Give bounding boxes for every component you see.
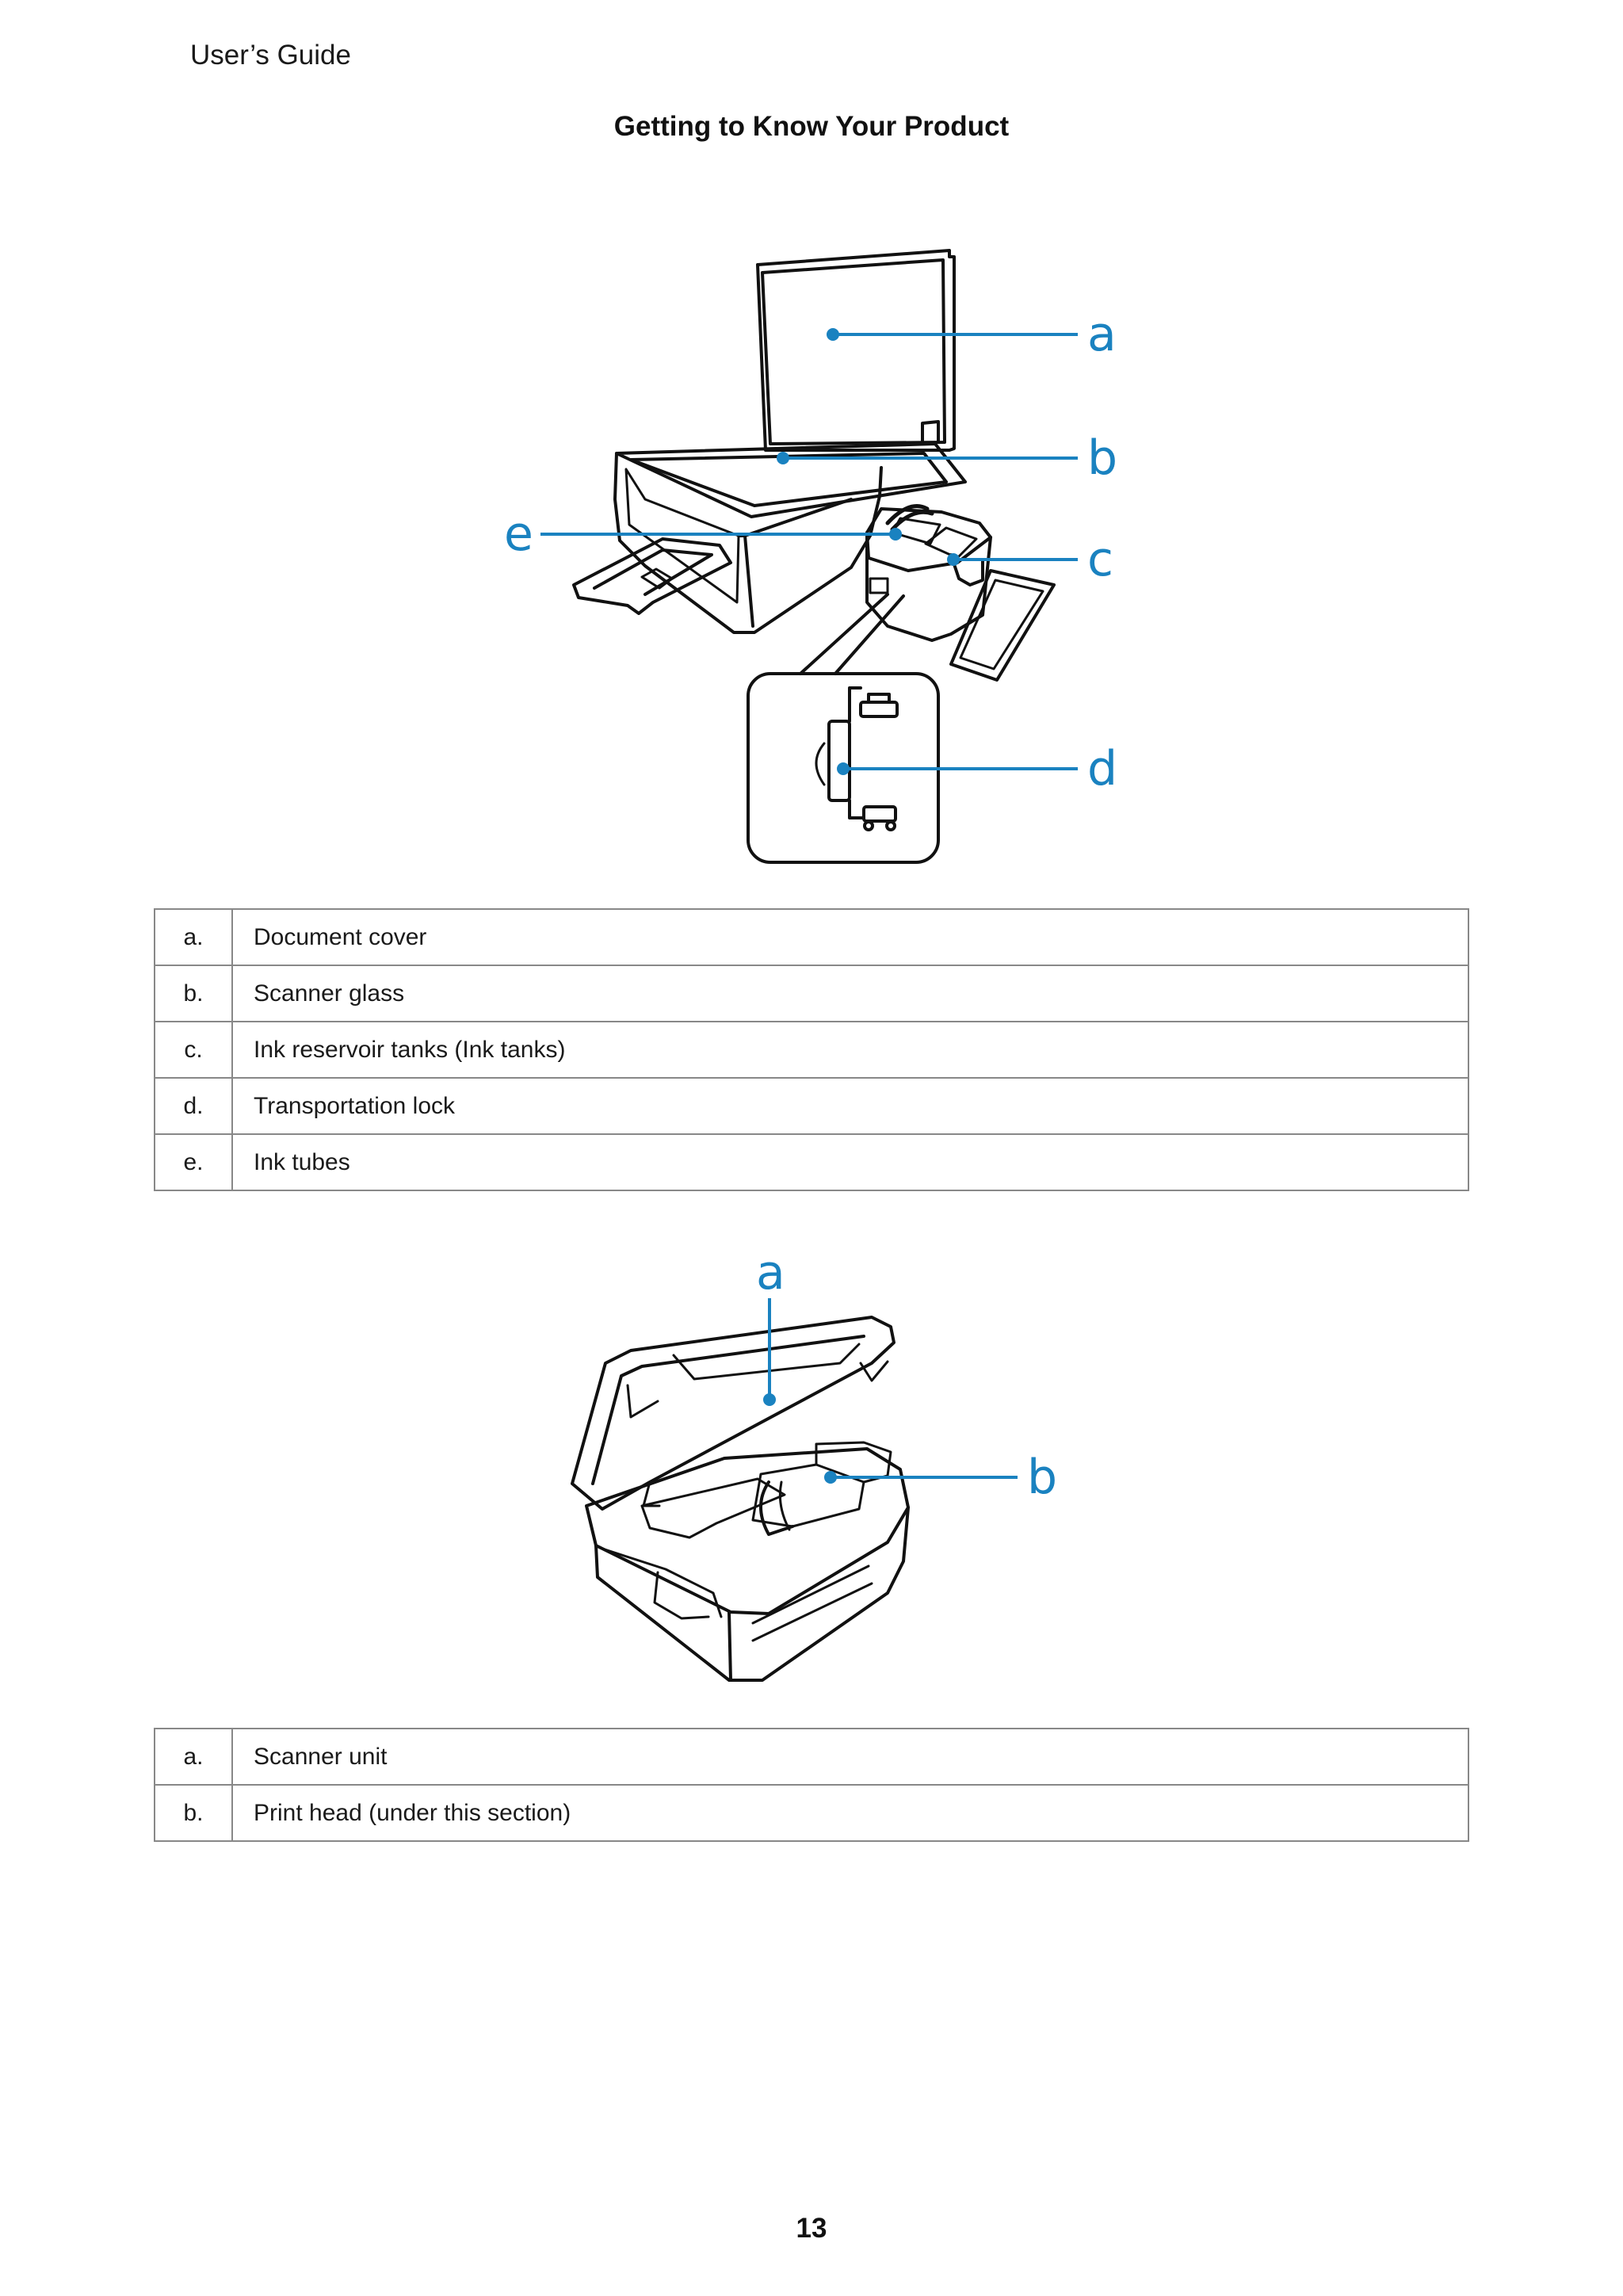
row-label: Ink tubes (231, 1133, 1469, 1191)
table-row: a. Scanner unit (154, 1728, 1469, 1786)
callout-a: a (1087, 307, 1117, 362)
scanner-open-figure: a b (555, 1244, 1094, 1688)
row-label: Print head (under this section) (231, 1784, 1469, 1842)
callout-b: b (1087, 430, 1117, 486)
row-letter: d. (154, 1077, 233, 1135)
row-label: Transportation lock (231, 1077, 1469, 1135)
running-header: User’s Guide (190, 40, 351, 71)
parts-table-1: a. Document cover b. Scanner glass c. In… (154, 908, 1469, 1191)
row-letter: e. (154, 1133, 233, 1191)
row-letter: a. (154, 908, 233, 966)
printer-overview-illustration: a b c d e (504, 249, 1117, 864)
row-label: Ink reservoir tanks (Ink tanks) (231, 1021, 1469, 1079)
scanner-open-illustration: a b (571, 1245, 1057, 1682)
row-label: Scanner unit (231, 1728, 1469, 1786)
section-title: Getting to Know Your Product (613, 111, 1010, 142)
callout-e: e (504, 506, 533, 562)
callout-b: b (1027, 1450, 1057, 1505)
page-number: 13 (796, 2213, 827, 2244)
table-row: c. Ink reservoir tanks (Ink tanks) (154, 1021, 1469, 1079)
table-row: b. Print head (under this section) (154, 1784, 1469, 1842)
printer-overview-figure: a b c d e (475, 230, 1157, 880)
callout-d: d (1087, 741, 1117, 797)
table-row: a. Document cover (154, 908, 1469, 966)
callout-a: a (756, 1245, 785, 1301)
table-row: b. Scanner glass (154, 965, 1469, 1022)
row-letter: a. (154, 1728, 233, 1786)
parts-table-2: a. Scanner unit b. Print head (under thi… (154, 1728, 1469, 1842)
row-letter: c. (154, 1021, 233, 1079)
row-letter: b. (154, 1784, 233, 1842)
callout-c: c (1087, 532, 1113, 587)
table-row: e. Ink tubes (154, 1133, 1469, 1191)
table-row: d. Transportation lock (154, 1077, 1469, 1135)
row-letter: b. (154, 965, 233, 1022)
row-label: Scanner glass (231, 965, 1469, 1022)
row-label: Document cover (231, 908, 1469, 966)
